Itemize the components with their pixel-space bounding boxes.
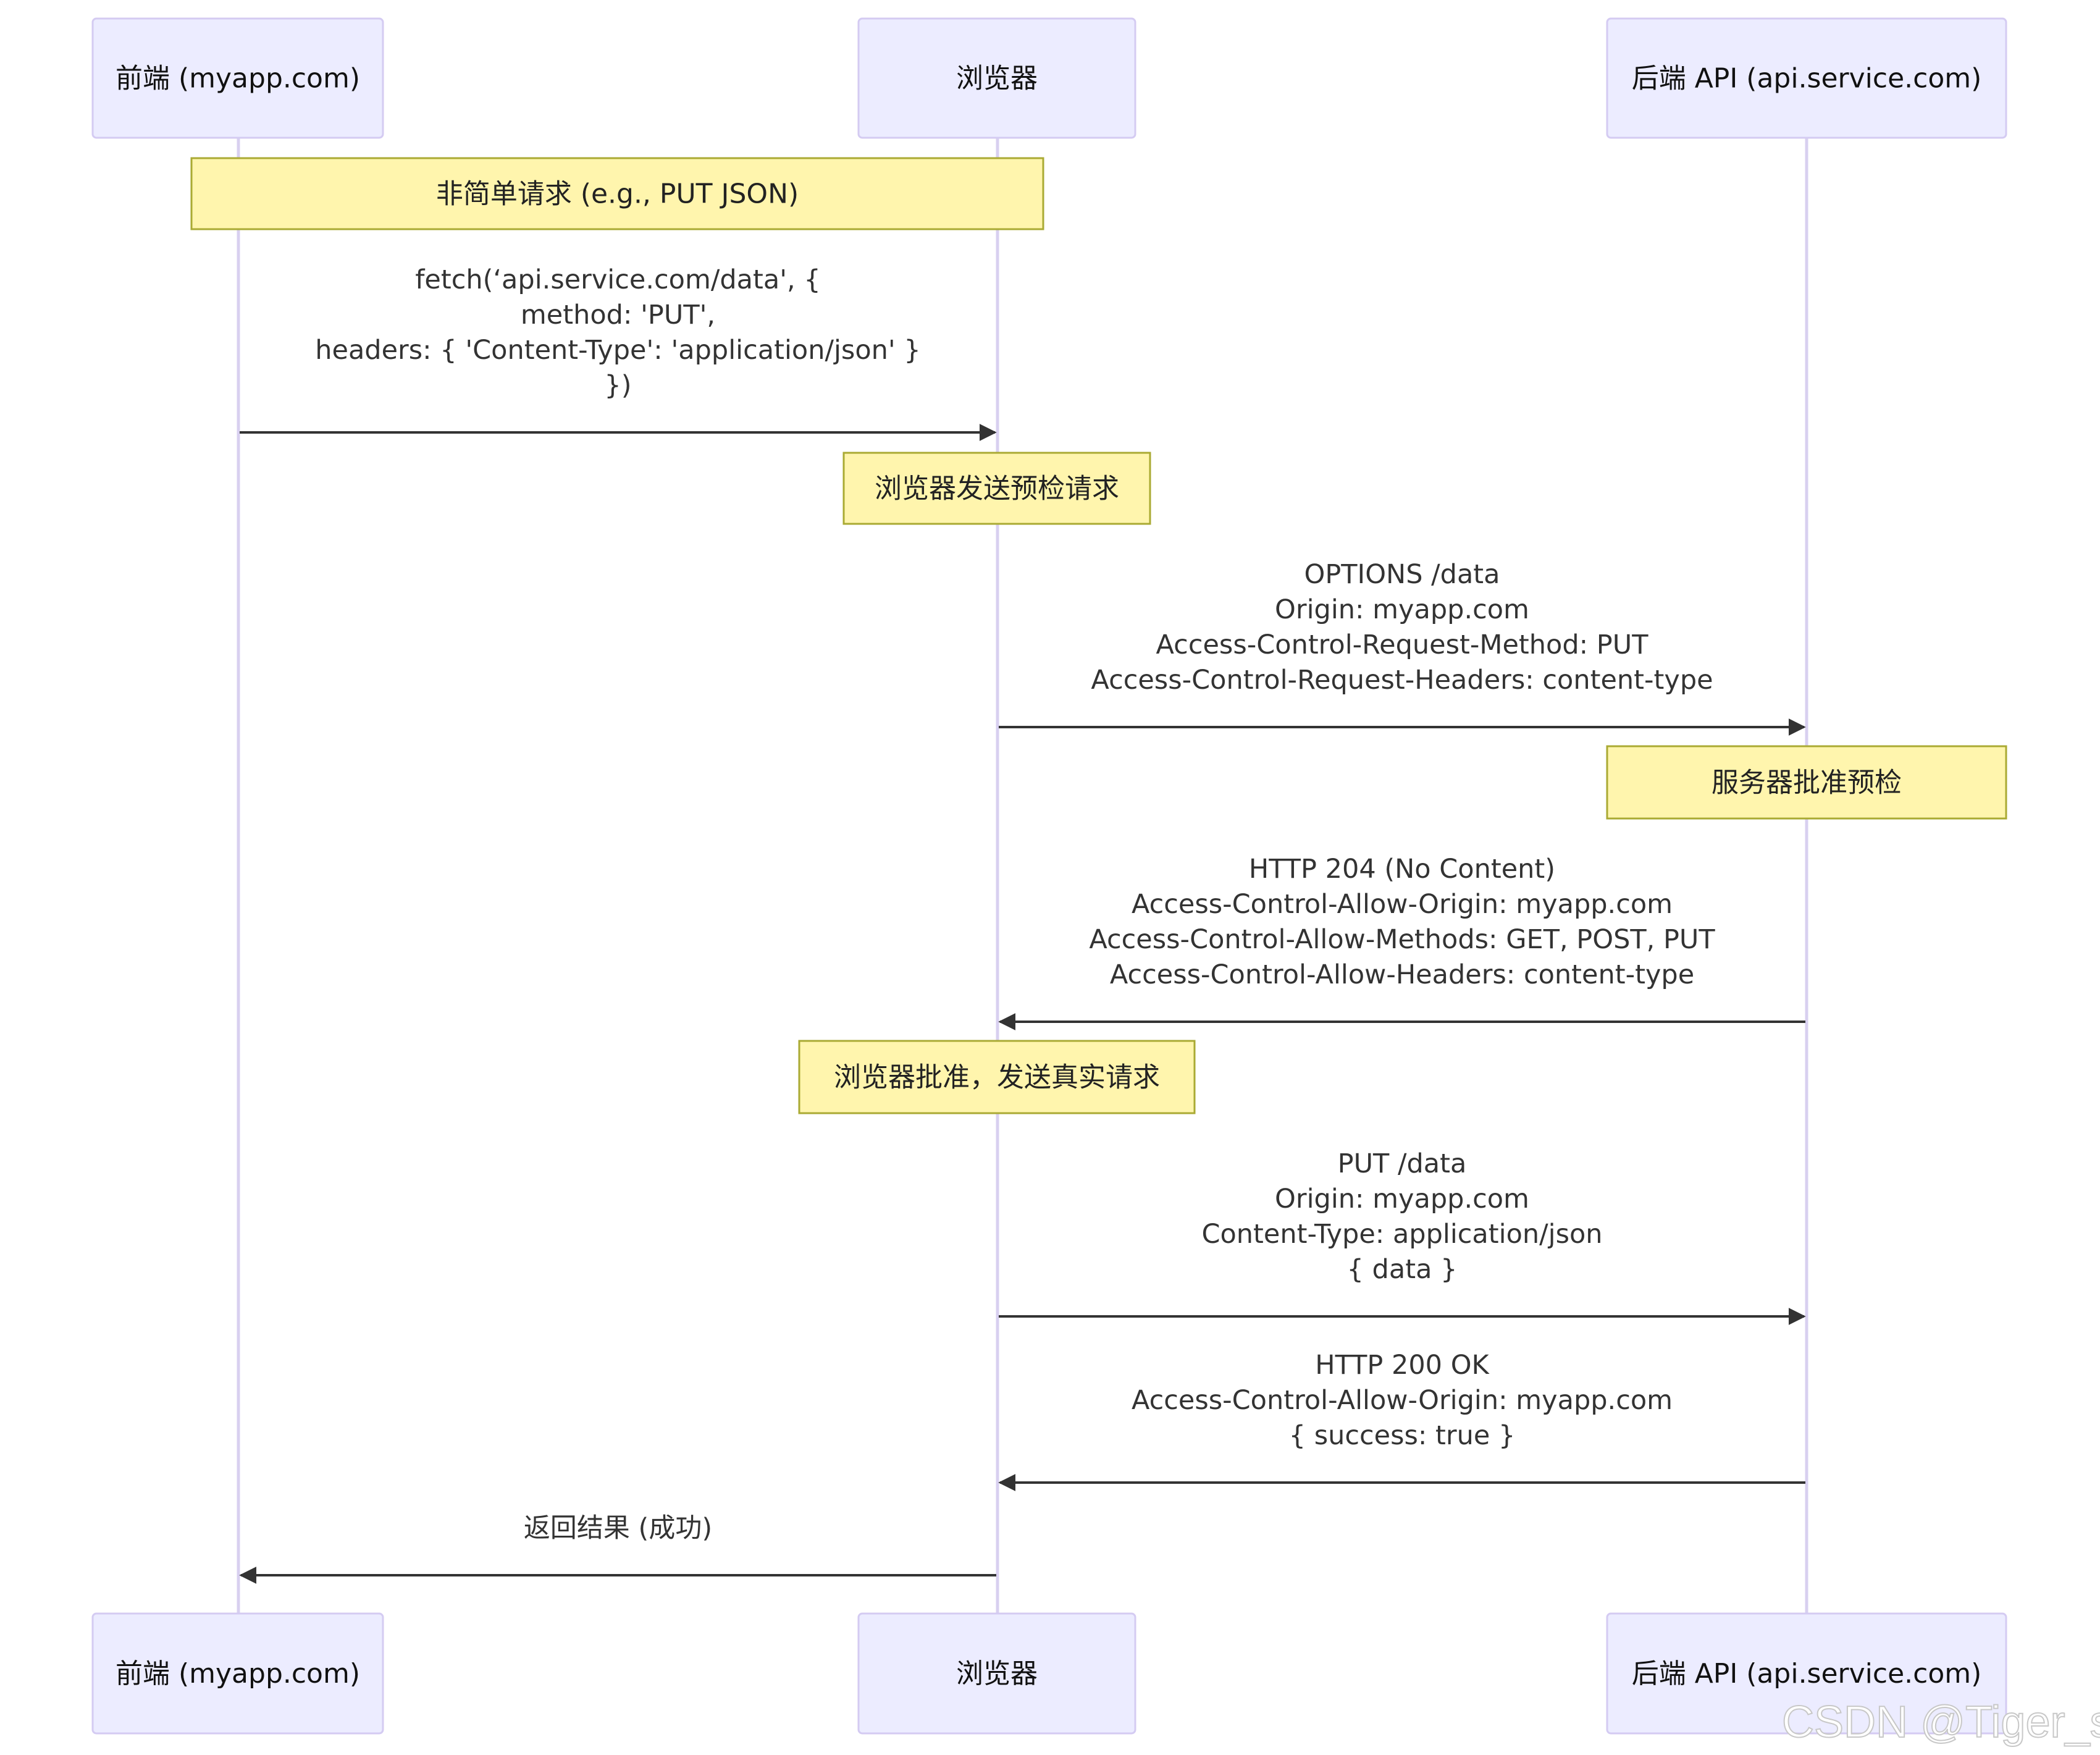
note-box [842, 452, 1151, 525]
note-box [798, 1040, 1196, 1114]
actor-label: 浏览器 [956, 63, 1038, 95]
note: 浏览器发送预检请求 [842, 452, 1151, 525]
note-text: 非简单请求 (e.g., PUT JSON) [436, 179, 799, 210]
actor-box [91, 1612, 384, 1735]
actor-backend-bottom: 后端 API (api.service.com) [1606, 1612, 2007, 1735]
watermark: CSDN @Tiger_shl [1782, 1698, 2100, 1747]
actor-label: 后端 API (api.service.com) [1632, 63, 1982, 95]
actor-browser-top: 浏览器 [857, 17, 1136, 139]
message-label-line: PUT /data [1338, 1148, 1467, 1179]
message-label-line: method: 'PUT', [521, 300, 715, 330]
message-label-line: Access-Control-Allow-Origin: myapp.com [1132, 1385, 1673, 1416]
message-label-line: Access-Control-Allow-Headers: content-ty… [1110, 959, 1694, 990]
message-label-line: Content-Type: application/json [1201, 1219, 1602, 1250]
message-6: 返回结果 (成功) [239, 1513, 996, 1584]
note-text: 服务器批准预检 [1712, 767, 1902, 799]
actor-label: 后端 API (api.service.com) [1632, 1658, 1982, 1690]
actor-label: 前端 (myapp.com) [116, 1658, 360, 1690]
message-label-line: }) [604, 370, 631, 401]
message-label-line: Access-Control-Request-Headers: content-… [1091, 665, 1713, 696]
note: 服务器批准预检 [1606, 745, 2007, 820]
message-label-line: { success: true } [1289, 1420, 1516, 1451]
message-label-line: 返回结果 (成功) [524, 1513, 712, 1544]
note-box [1606, 745, 2007, 820]
actor-browser-bottom: 浏览器 [857, 1612, 1136, 1735]
note: 浏览器批准，发送真实请求 [798, 1040, 1196, 1114]
message-label-line: HTTP 204 (No Content) [1249, 854, 1555, 885]
note-text: 浏览器发送预检请求 [875, 473, 1119, 505]
actor-backend-top: 后端 API (api.service.com) [1606, 17, 2007, 139]
message-label-line: fetch(‘api.service.com/data', { [415, 264, 820, 295]
message-label-line: { data } [1347, 1254, 1458, 1285]
actor-box [1606, 1612, 2007, 1735]
actor-box [857, 17, 1136, 139]
message-label-line: HTTP 200 OK [1315, 1350, 1490, 1381]
message-label-line: Access-Control-Request-Method: PUT [1156, 629, 1649, 660]
message-label-line: Origin: myapp.com [1275, 594, 1529, 625]
message-1: fetch(‘api.service.com/data', { method: '… [240, 264, 997, 441]
message-label-line: headers: { 'Content-Type': 'application/… [315, 335, 920, 366]
note-box [190, 157, 1044, 230]
actor-box [857, 1612, 1136, 1735]
actor-frontend-bottom: 前端 (myapp.com) [91, 1612, 384, 1735]
note: 非简单请求 (e.g., PUT JSON) [190, 157, 1044, 230]
message-label-line: Access-Control-Allow-Methods: GET, POST,… [1089, 924, 1715, 955]
actor-box [1606, 17, 2007, 139]
message-3: HTTP 204 (No Content) Access-Control-Allo… [998, 854, 1805, 1030]
message-label-line: Origin: myapp.com [1275, 1184, 1529, 1214]
message-label-line: OPTIONS /data [1304, 559, 1500, 590]
message-5: HTTP 200 OK Access-Control-Allow-Origin: … [998, 1350, 1805, 1491]
note-text: 浏览器批准，发送真实请求 [834, 1062, 1160, 1093]
actor-label: 前端 (myapp.com) [116, 63, 360, 95]
actor-box [91, 17, 384, 139]
actor-label: 浏览器 [956, 1658, 1038, 1690]
message-label-line: Access-Control-Allow-Origin: myapp.com [1132, 889, 1673, 920]
actor-frontend-top: 前端 (myapp.com) [91, 17, 384, 139]
